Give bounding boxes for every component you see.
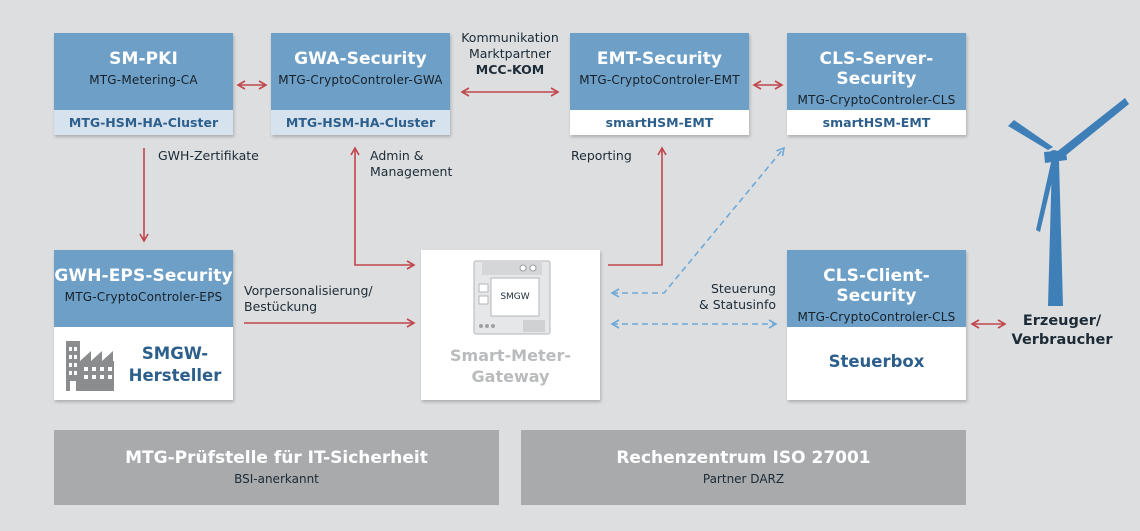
label-erzeuger-verbraucher: Erzeuger/ Verbraucher: [1004, 312, 1120, 350]
rechenzentrum-title: Rechenzentrum ISO 27001: [616, 448, 871, 468]
cls-server-footer: smartHSM-EMT: [787, 110, 966, 135]
cls-server-header: CLS-Server-Security MTG-CryptoControler-…: [787, 33, 966, 110]
rechenzentrum-subtitle: Partner DARZ: [702, 472, 785, 486]
label-vorpers-line2: Bestückung: [244, 299, 318, 314]
sm-pki-footer: MTG-HSM-HA-Cluster: [54, 110, 233, 135]
cls-client-subtitle: MTG-CryptoControler-CLS: [797, 310, 956, 324]
label-vorpers-line1: Vorpersonalisierung/: [244, 283, 373, 298]
arrow-smgw-clsserver-dashed: [610, 146, 786, 298]
gwa-title: GWA-Security: [294, 49, 427, 69]
cls-server-subtitle: MTG-CryptoControler-CLS: [797, 93, 956, 107]
gwh-eps-header: GWH-EPS-Security MTG-CryptoControler-EPS: [54, 250, 233, 327]
cls-client-security-box: CLS-Client-Security MTG-CryptoControler-…: [787, 250, 966, 400]
label-admin-line1: Admin &: [370, 148, 424, 163]
gwh-eps-subtitle: MTG-CryptoControler-EPS: [64, 290, 223, 304]
cls-client-body: Steuerbox: [787, 327, 966, 400]
label-kommunikation-line1: Kommunikation: [461, 30, 559, 45]
sm-pki-box: SM-PKI MTG-Metering-CA MTG-HSM-HA-Cluste…: [54, 33, 233, 135]
smgw-hersteller-line2: Hersteller: [128, 366, 222, 385]
factory-icon: [66, 341, 114, 391]
gwh-eps-body: SMGW- Hersteller: [54, 327, 233, 400]
label-admin-line2: Management: [370, 164, 453, 179]
smgw-device-icon: [473, 260, 551, 335]
sm-pki-header: SM-PKI MTG-Metering-CA: [54, 33, 233, 110]
emt-footer: smartHSM-EMT: [570, 110, 749, 135]
smgw-hersteller-line1: SMGW-: [141, 344, 209, 363]
pruefstelle-bar: MTG-Prüfstelle für IT-Sicherheit BSI-ane…: [54, 430, 499, 505]
gwh-eps-security-box: GWH-EPS-Security MTG-CryptoControler-EPS…: [54, 250, 233, 400]
gwa-header: GWA-Security MTG-CryptoControler-GWA: [271, 33, 450, 110]
label-kommunikation-line2: Marktpartner: [468, 46, 552, 61]
pruefstelle-subtitle: BSI-anerkannt: [234, 472, 319, 486]
emt-subtitle: MTG-CryptoControler-EMT: [579, 73, 740, 87]
label-gwh-zertifikate: GWH-Zertifikate: [158, 148, 259, 163]
arrow-smgw-emt: [608, 146, 667, 266]
steuerbox-label: Steuerbox: [828, 352, 925, 371]
rechenzentrum-bar: Rechenzentrum ISO 27001 Partner DARZ: [521, 430, 966, 505]
label-steuerung-line1: Steuerung: [710, 281, 776, 296]
smgw-caption-line2: Gateway: [471, 367, 550, 386]
label-vorpersonalisierung: Vorpersonalisierung/ Bestückung: [244, 283, 373, 315]
cls-client-header: CLS-Client-Security MTG-CryptoControler-…: [787, 250, 966, 327]
pruefstelle-title: MTG-Prüfstelle für IT-Sicherheit: [125, 448, 428, 468]
label-steuerung-line2: & Statusinfo: [699, 297, 776, 312]
gwa-subtitle: MTG-CryptoControler-GWA: [278, 73, 443, 87]
sm-pki-title: SM-PKI: [109, 49, 178, 69]
label-erzeuger-line1: Erzeuger/: [1022, 313, 1102, 329]
cls-server-title: CLS-Server-Security: [819, 49, 934, 89]
wind-turbine-icon: [1008, 98, 1129, 306]
label-reporting: Reporting: [571, 148, 632, 163]
sm-pki-subtitle: MTG-Metering-CA: [89, 73, 198, 87]
label-admin-management: Admin & Management: [370, 148, 452, 180]
gwa-security-box: GWA-Security MTG-CryptoControler-GWA MTG…: [271, 33, 450, 135]
emt-title: EMT-Security: [596, 49, 723, 69]
smgw-device-label: SMGW: [500, 292, 530, 302]
gwh-eps-title: GWH-EPS-Security: [54, 266, 233, 286]
emt-header: EMT-Security MTG-CryptoControler-EMT: [570, 33, 749, 110]
label-steuerung: Steuerung & Statusinfo: [690, 281, 776, 313]
smgw-caption-line1: Smart-Meter-: [450, 346, 571, 365]
label-erzeuger-line2: Verbraucher: [1011, 332, 1113, 348]
cls-server-security-box: CLS-Server-Security MTG-CryptoControler-…: [787, 33, 966, 135]
cls-client-title: CLS-Client-Security: [823, 266, 930, 306]
arrow-gwa-smgw: [350, 146, 416, 270]
smart-meter-gateway-box: SMGW Smart-Meter- Gateway: [421, 250, 600, 400]
label-kommunikation: Kommunikation Marktpartner MCC-KOM: [455, 30, 565, 78]
gwa-footer: MTG-HSM-HA-Cluster: [271, 110, 450, 135]
emt-security-box: EMT-Security MTG-CryptoControler-EMT sma…: [570, 33, 749, 135]
label-mcc-kom: MCC-KOM: [475, 62, 545, 77]
